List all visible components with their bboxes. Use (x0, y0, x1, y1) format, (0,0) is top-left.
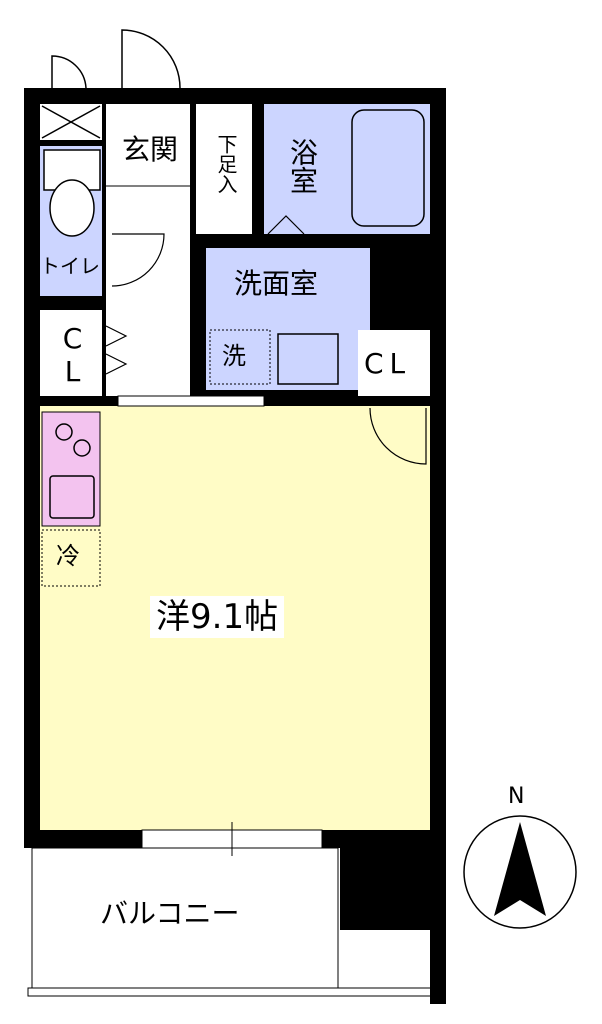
bathtub (351, 109, 425, 227)
closet-right (358, 330, 430, 396)
toilet-bowl (49, 179, 95, 237)
closet-door-swing (105, 325, 128, 375)
compass-north-label: N (508, 784, 525, 809)
entry-door-swing (121, 29, 181, 89)
washer-space (209, 329, 271, 385)
shoe-box-label: 下足入 (214, 134, 238, 194)
structure-column (340, 848, 432, 930)
main-room-label: 洋9.1帖 (150, 596, 285, 638)
toilet-door-swing (111, 233, 165, 287)
closet-right-label: CL (364, 347, 412, 380)
fridge-space (41, 529, 101, 587)
room-opening (117, 395, 265, 407)
stove-burner (55, 423, 73, 441)
stove-burner (73, 439, 91, 457)
meter-door-swing (51, 55, 87, 89)
room-door-swing (369, 407, 427, 465)
entrance-label: 玄関 (122, 133, 179, 166)
closet-left-label: CL (56, 322, 89, 388)
toilet-label: トイレ (40, 254, 100, 278)
washer-label: 洗 (222, 342, 246, 370)
fridge-label: 冷 (56, 542, 80, 570)
compass-needle (494, 822, 546, 916)
wash-basin (277, 333, 339, 385)
bath-door (267, 215, 305, 235)
balcony (31, 847, 339, 989)
shoe-box-area (196, 104, 252, 234)
washroom-label: 洗面室 (234, 267, 319, 300)
closet-left (40, 310, 102, 396)
balcony-wall-right (430, 848, 446, 1004)
bath-label: 浴室 (286, 138, 319, 194)
balcony-label: バルコニー (100, 897, 240, 930)
entrance-hall (106, 104, 190, 396)
balcony-rail (27, 987, 433, 997)
meter-box-cross (41, 105, 101, 139)
sink (49, 475, 95, 519)
